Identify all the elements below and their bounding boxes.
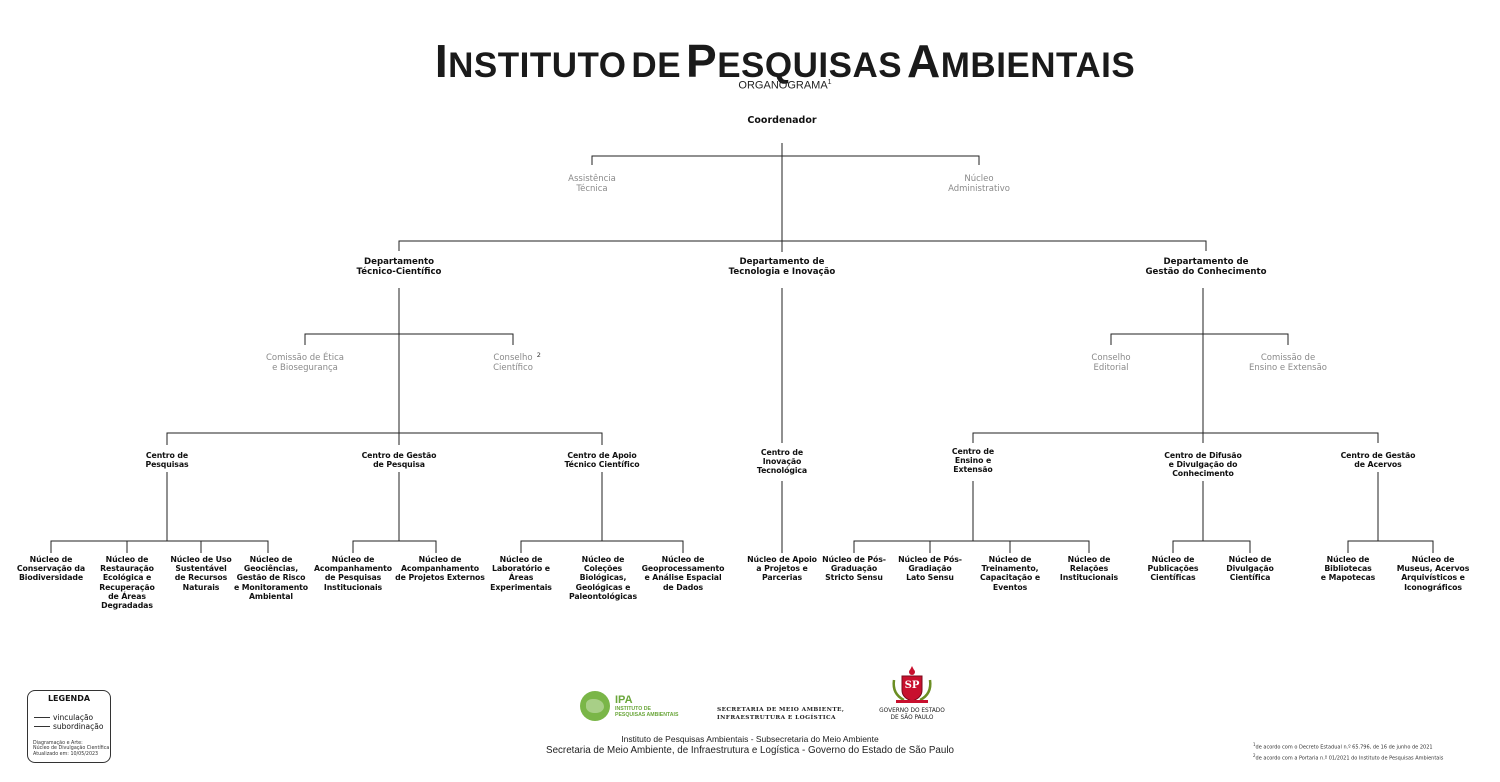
node-centro-inovacao: Centro de Inovação Tecnológica <box>756 448 808 476</box>
node-nucleo-pos-lato: Núcleo de Pós- Gradiação Lato Sensu <box>898 555 962 583</box>
legend-item-vinculacao: vinculação <box>34 713 93 722</box>
governo-sp-logo: SP GOVERNO DO ESTADO DE SÃO PAULO <box>872 664 952 722</box>
node-conselho-editorial: Conselho Editorial <box>1091 353 1131 373</box>
connector-difusao-nucleos <box>1172 540 1251 553</box>
connector-tc-councils <box>304 333 514 345</box>
connector-departments <box>398 240 1207 251</box>
node-nucleo-relacoes: Núcleo de Relações Institucionais <box>1059 555 1119 583</box>
node-nucleo-restauracao: Núcleo de Restauração Ecológica e Recupe… <box>99 555 155 611</box>
node-assistencia-tecnica: Assistência Técnica <box>568 174 616 194</box>
node-nucleo-uso-sustentavel: Núcleo de Uso Sustentável de Recursos Na… <box>170 555 232 592</box>
node-centro-gestao-pesquisa: Centro de Gestão de Pesquisa <box>361 451 437 470</box>
connector-apoio-nucleos <box>520 540 684 553</box>
footer-line-1: Instituto de Pesquisas Ambientais - Subs… <box>621 734 879 744</box>
node-centro-acervos: Centro de Gestão de Acervos <box>1340 451 1416 470</box>
node-centro-ensino-extensao: Centro de Ensino e Extensão <box>951 447 995 475</box>
legend-credits: Diagramação e Arte: Núcleo de Divulgação… <box>33 741 110 757</box>
node-nucleo-treinamento: Núcleo de Treinamento, Capacitação e Eve… <box>979 555 1041 592</box>
node-nucleo-acomp-institucionais: Núcleo de Acompanhamento de Pesquisas In… <box>314 555 392 592</box>
node-nucleo-geoprocessamento: Núcleo de Geoprocessamento e Análise Esp… <box>641 555 725 592</box>
connector-advisory <box>591 155 980 165</box>
legend-line-icon <box>34 717 50 718</box>
ipa-logo: IPA INSTITUTO DE PESQUISAS AMBIENTAIS <box>580 688 700 724</box>
sp-coat-of-arms-icon: SP <box>892 666 932 703</box>
node-nucleo-colecoes: Núcleo de Coleções Biológicas, Geológica… <box>568 555 638 601</box>
node-nucleo-divulgacao: Núcleo de Divulgação Científica <box>1226 555 1274 583</box>
footer-line-2: Secretaria de Meio Ambiente, de Infraest… <box>546 745 954 756</box>
connector-gc-councils <box>1110 333 1289 345</box>
connector-tc-centers <box>166 432 603 445</box>
legend-item-subordinacao: subordinação <box>34 722 103 731</box>
node-nucleo-conservacao: Núcleo de Conservação da Biodiversidade <box>16 555 86 583</box>
node-centro-difusao: Centro de Difusão e Divulgação do Conhec… <box>1164 451 1242 479</box>
ipa-emblem-icon <box>580 691 610 721</box>
footnotes: 1de acordo com o Decreto Estadual n.º 65… <box>1253 742 1444 762</box>
node-nucleo-pos-stricto: Núcleo de Pós- Graduação Stricto Sensu <box>822 555 886 583</box>
node-centro-apoio-tecnico: Centro de Apoio Técnico Científico <box>564 451 640 470</box>
legend-title: LEGENDA <box>47 694 91 703</box>
node-dept-tecnico-cientifico: Departamento Técnico-Científico <box>356 257 442 277</box>
connector-gc-centers <box>972 432 1379 443</box>
node-coordenador: Coordenador <box>747 115 817 126</box>
legend-line-icon <box>34 726 50 727</box>
node-nucleo-acomp-externos: Núcleo de Acompanhamento de Projetos Ext… <box>395 555 485 583</box>
node-nucleo-geociencias: Núcleo de Geociências, Gestão de Risco e… <box>233 555 309 601</box>
node-dept-tecnologia-inovacao: Departamento de Tecnologia e Inovação <box>728 257 836 277</box>
connector-gestao-nucleos <box>352 540 437 553</box>
node-nucleo-administrativo: Núcleo Administrativo <box>948 174 1010 194</box>
node-comissao-ensino-extensao: Comissão de Ensino e Extensão <box>1249 353 1327 373</box>
node-comissao-etica: Comissão de Ética e Biosegurança <box>265 353 345 373</box>
connector-ensino-nucleos <box>853 540 1090 553</box>
page-title: INSTITUTO DE PESQUISAS AMBIENTAIS <box>434 35 1136 87</box>
node-dept-gestao-conhecimento: Departamento de Gestão do Conhecimento <box>1145 257 1267 277</box>
node-nucleo-publicacoes: Núcleo de Publicações Científicas <box>1147 555 1199 583</box>
node-centro-pesquisas: Centro de Pesquisas <box>145 451 189 470</box>
node-nucleo-museus: Núcleo de Museus, Acervos Arquivísticos … <box>1396 555 1470 592</box>
page-subtitle: ORGANOGRAMA1 <box>738 79 832 92</box>
node-nucleo-apoio-projetos: Núcleo de Apoio a Projetos e Parcerias <box>747 555 817 583</box>
connector-acervos-nucleos <box>1347 540 1434 553</box>
connector-pesquisas-nucleos <box>50 540 269 553</box>
node-nucleo-laboratorio: Núcleo de Laboratório e Áreas Experiment… <box>490 555 552 592</box>
node-nucleo-bibliotecas: Núcleo de Bibliotecas e Mapotecas <box>1320 555 1376 583</box>
svg-text:SP: SP <box>905 680 920 691</box>
sema-logo-text: SECRETARIA DE MEIO AMBIENTE, INFRAESTRUT… <box>717 707 845 721</box>
legend-box: LEGENDA vinculação subordinação Diagrama… <box>27 690 111 763</box>
